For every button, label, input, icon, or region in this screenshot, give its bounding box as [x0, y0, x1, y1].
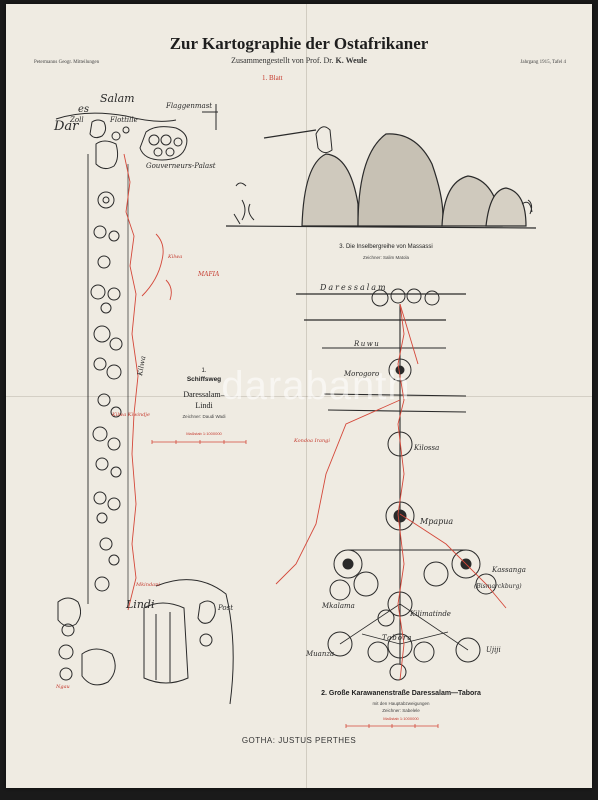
label-kassanga: Kassanga — [491, 566, 526, 574]
label-mafia: MAFIA — [197, 271, 220, 278]
subtitle-author: K. Weule — [335, 56, 367, 65]
subtitle-prefix: Zusammengestellt von Prof. Dr. — [231, 56, 334, 65]
label-post: Post — [217, 604, 233, 612]
label-dar: Dar — [53, 119, 79, 134]
label-es: es — [78, 104, 89, 115]
panel2-drawing — [296, 288, 497, 681]
label-gouverneurs-palast: Gouverneurs-Palast — [146, 162, 216, 170]
panel2-title: 2. Große Karawanenstraße Daressalam—Tabo… — [321, 690, 481, 697]
label-mkalama: Mkalama — [321, 602, 355, 610]
panel2-drawer: Zeichner: Sabelele — [382, 708, 420, 713]
panel1-line2: Lindi — [195, 401, 213, 410]
label-bismarckburg: (Bismarckburg) — [474, 583, 522, 590]
page-title: Zur Kartographie der Ostafrikaner — [169, 34, 429, 53]
panel3-drawing — [225, 126, 537, 229]
label-salam: Salam — [100, 92, 135, 105]
label-kilwa: Kilwa — [136, 355, 148, 377]
map-drawings: Dar es Salam Flottille Zoll Flaggenmast … — [53, 92, 537, 728]
sheet-label: 1. Blatt — [262, 74, 283, 82]
panel2-route — [275, 303, 507, 681]
map-sheet: Petermanns Geogr. Mitteilungen Jahrgang … — [6, 4, 592, 788]
label-red-ngau: Ngau — [55, 684, 70, 690]
scale-bar-panel1 — [151, 440, 247, 444]
panel1-type: Schiffsweg — [186, 376, 222, 383]
panel2-scale: Maßstab 1:1000000 — [383, 716, 419, 721]
label-zoll: Zoll — [69, 116, 84, 124]
panel2-line1: mit den Hauptabzweigungen — [372, 701, 430, 706]
label-flottille: Flottille — [109, 116, 138, 124]
panel1-route — [123, 153, 172, 611]
label-lindi: Lindi — [125, 598, 154, 611]
label-red-kilwa2: Kilwa — [167, 254, 182, 260]
panel1-line1: Daressalam– — [183, 390, 225, 399]
label-kilimatinde: Kilimatinde — [409, 610, 451, 618]
label-ruvu: Ruwu — [353, 340, 380, 348]
panel3-drawer: Zeichner: Salim Matola — [362, 255, 410, 260]
publisher-right: Jahrgang 1915, Tafel 4 — [520, 60, 566, 65]
label-tabora: Tabora — [382, 634, 413, 642]
publisher-left: Petermanns Geogr. Mitteilungen — [34, 60, 100, 65]
panel1-drawing — [55, 104, 234, 705]
label-mpapua: Mpapua — [419, 517, 453, 526]
label-red-mkindani: Mkindani — [135, 582, 160, 588]
label-red-kilwa-kiwindje: Kilwa Kiwindje — [111, 412, 150, 418]
label-kondoa-irangi: Kondoa Irangi — [293, 438, 330, 444]
label-ujiji: Ujiji — [486, 646, 501, 654]
fold-line-horizontal — [6, 396, 592, 397]
panel1-number: 1. — [201, 368, 207, 374]
label-mwanza: Muanza — [305, 650, 334, 658]
label-morogoro: Morogoro — [343, 370, 379, 378]
label-kilossa: Kilossa — [413, 444, 439, 452]
panel1-scale: Maßstab 1:1000000 — [186, 431, 222, 436]
panel3-title: 3. Die Inselbergreihe von Massassi — [339, 244, 433, 250]
page-subtitle: Zusammengestellt von Prof. Dr. K. Weule — [6, 56, 592, 65]
fold-line-vertical — [306, 4, 307, 788]
publisher-footer: GOTHA: JUSTUS PERTHES — [241, 736, 357, 745]
panel1-drawer: Zeichner: Daudi Wadi — [182, 414, 226, 419]
scale-bar-panel2 — [345, 724, 439, 728]
label-daressalam: Daressalam — [319, 283, 388, 292]
watermark: darabanth — [221, 364, 411, 408]
label-flaggenmast: Flaggenmast — [165, 102, 212, 110]
